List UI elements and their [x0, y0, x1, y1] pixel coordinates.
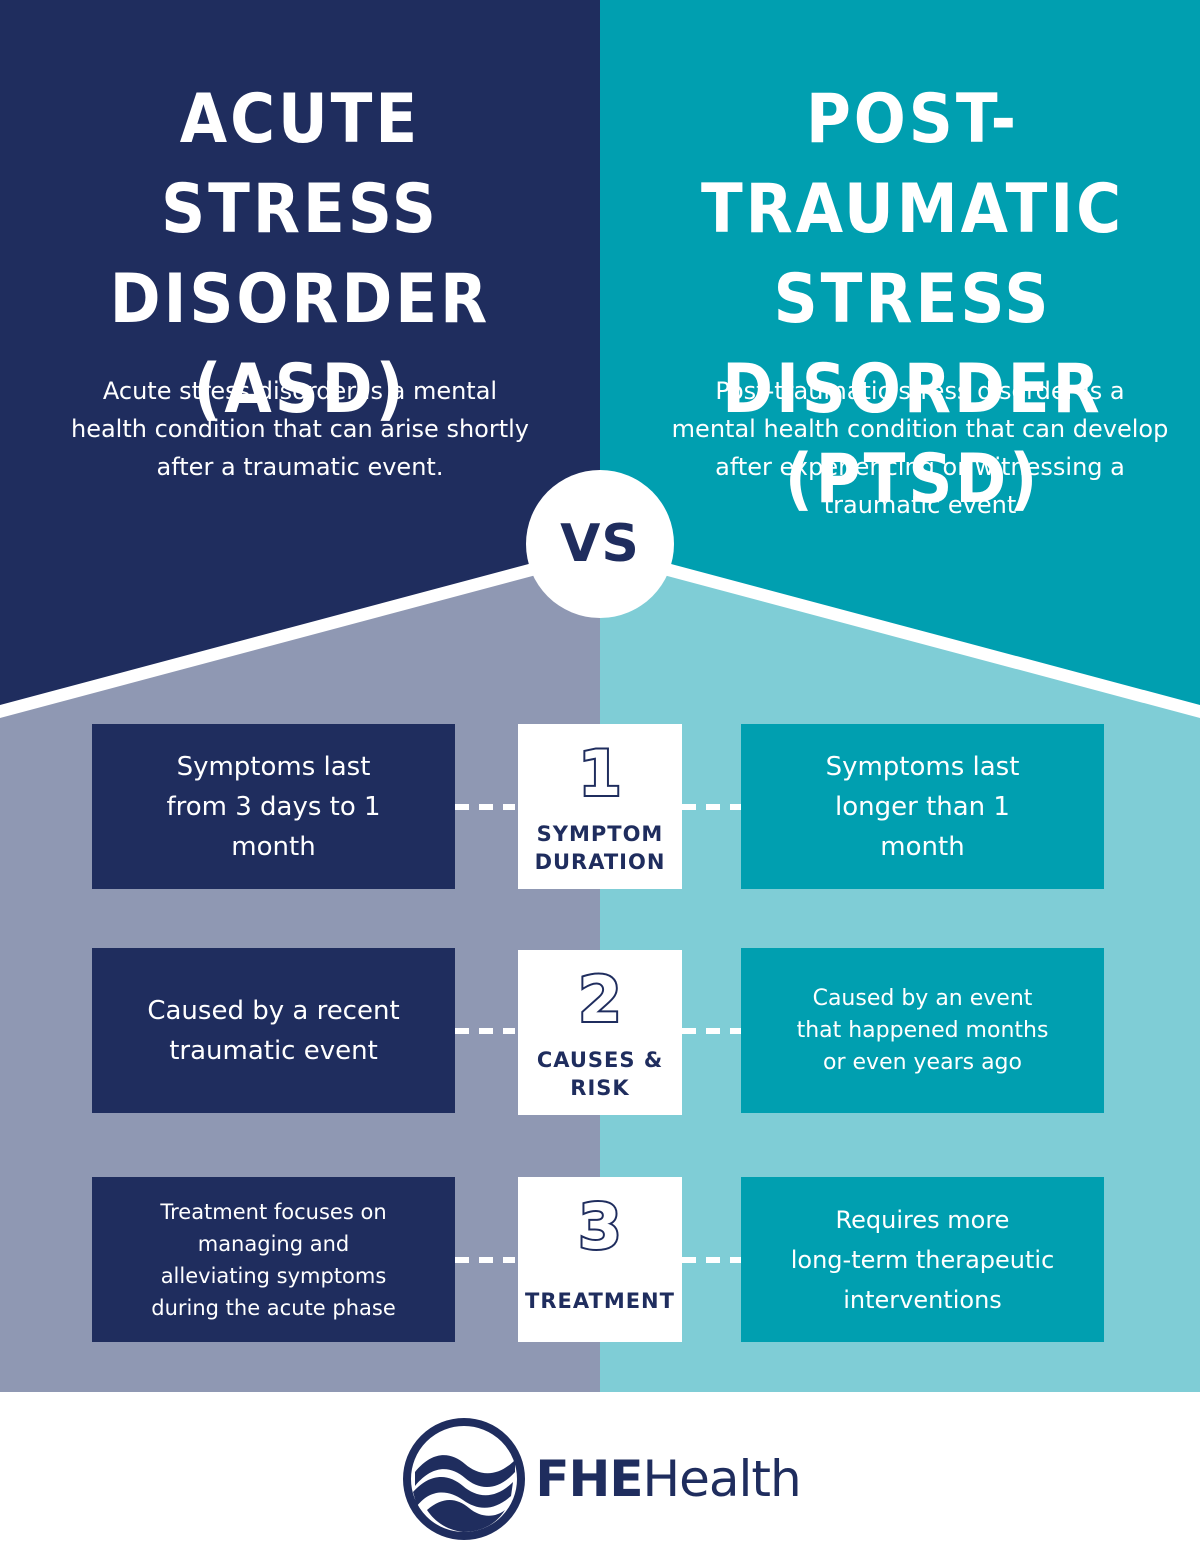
category-causes-risk: 2 CAUSES & RISK — [518, 950, 682, 1115]
asd-text-line: Caused by a recent — [147, 995, 400, 1026]
ptsd-text-line: longer than 1 — [835, 791, 1010, 822]
wave-circle-icon — [403, 1417, 526, 1540]
category-label: CAUSES & RISK — [537, 1046, 663, 1102]
brand-wordmark: FHEHealth — [535, 1449, 801, 1508]
category-treatment: 3 TREATMENT — [518, 1177, 682, 1342]
ptsd-treatment: Requires more long-term therapeutic inte… — [741, 1177, 1104, 1342]
ptsd-text-line: Symptoms last — [825, 751, 1020, 782]
asd-text-line: alleviating symptoms — [160, 1263, 387, 1288]
ptsd-text-line: long-term therapeutic — [790, 1245, 1055, 1274]
asd-text-line: Symptoms last — [176, 751, 371, 782]
category-number: 3 — [576, 1190, 623, 1263]
asd-title: ACUTE STRESS DISORDER (ASD) — [40, 75, 560, 435]
ptsd-description: Post-traumatic stress disorder is a ment… — [671, 377, 1169, 519]
asd-title-line: (ASD) — [193, 350, 407, 429]
asd-causes-risk: Caused by a recent traumatic event — [92, 948, 455, 1113]
connector-dash — [682, 1257, 742, 1263]
connector-dash — [455, 1257, 515, 1263]
asd-title-line: DISORDER — [109, 260, 491, 339]
ptsd-title-line: STRESS DISORDER — [722, 260, 1103, 429]
connector-dash — [455, 1028, 515, 1034]
brand-regular: Health — [642, 1449, 801, 1508]
connector-dash — [455, 804, 515, 810]
category-label-line: SYMPTOM — [536, 822, 664, 846]
category-label: SYMPTOM DURATION — [535, 820, 666, 876]
asd-text-line: from 3 days to 1 — [166, 791, 381, 822]
category-symptom-duration: 1 SYMPTOM DURATION — [518, 724, 682, 889]
ptsd-title: POST-TRAUMATIC STRESS DISORDER (PTSD) — [640, 75, 1185, 525]
asd-text-line: Treatment focuses on — [160, 1199, 387, 1224]
asd-treatment: Treatment focuses on managing and allevi… — [92, 1177, 455, 1342]
ptsd-text-line: Caused by an event — [812, 985, 1033, 1011]
ptsd-symptom-duration: Symptoms last longer than 1 month — [741, 724, 1104, 889]
category-label-line: CAUSES & — [536, 1048, 664, 1072]
ptsd-text-line: month — [880, 831, 965, 862]
ptsd-text-line: that happened months — [796, 1017, 1049, 1043]
category-label-line: RISK — [570, 1076, 630, 1100]
brand-bold: FHE — [535, 1449, 643, 1508]
ptsd-title-line: (PTSD) — [784, 440, 1041, 519]
asd-text-line: month — [231, 831, 316, 862]
ptsd-causes-risk: Caused by an event that happened months … — [741, 948, 1104, 1113]
category-label: TREATMENT — [525, 1287, 675, 1315]
ptsd-text-line: interventions — [843, 1285, 1002, 1314]
footer: FHEHealth — [0, 1392, 1200, 1565]
asd-description: Acute stress disorder is a mental health… — [71, 377, 529, 481]
category-number: 2 — [576, 963, 623, 1036]
asd-title-line: ACUTE STRESS — [161, 80, 439, 249]
category-label-line: TREATMENT — [525, 1289, 675, 1313]
ptsd-text-line: Requires more — [835, 1205, 1010, 1234]
asd-text-line: during the acute phase — [151, 1295, 396, 1320]
asd-symptom-duration: Symptoms last from 3 days to 1 month — [92, 724, 455, 889]
category-label-line: DURATION — [534, 850, 666, 874]
asd-text-line: managing and — [197, 1231, 350, 1256]
category-number: 1 — [576, 737, 623, 810]
ptsd-title-line: POST-TRAUMATIC — [700, 80, 1125, 249]
vs-badge: VS — [526, 470, 674, 618]
connector-dash — [682, 804, 742, 810]
connector-dash — [682, 1028, 742, 1034]
asd-text-line: traumatic event — [169, 1035, 378, 1066]
ptsd-text-line: or even years ago — [823, 1049, 1022, 1075]
